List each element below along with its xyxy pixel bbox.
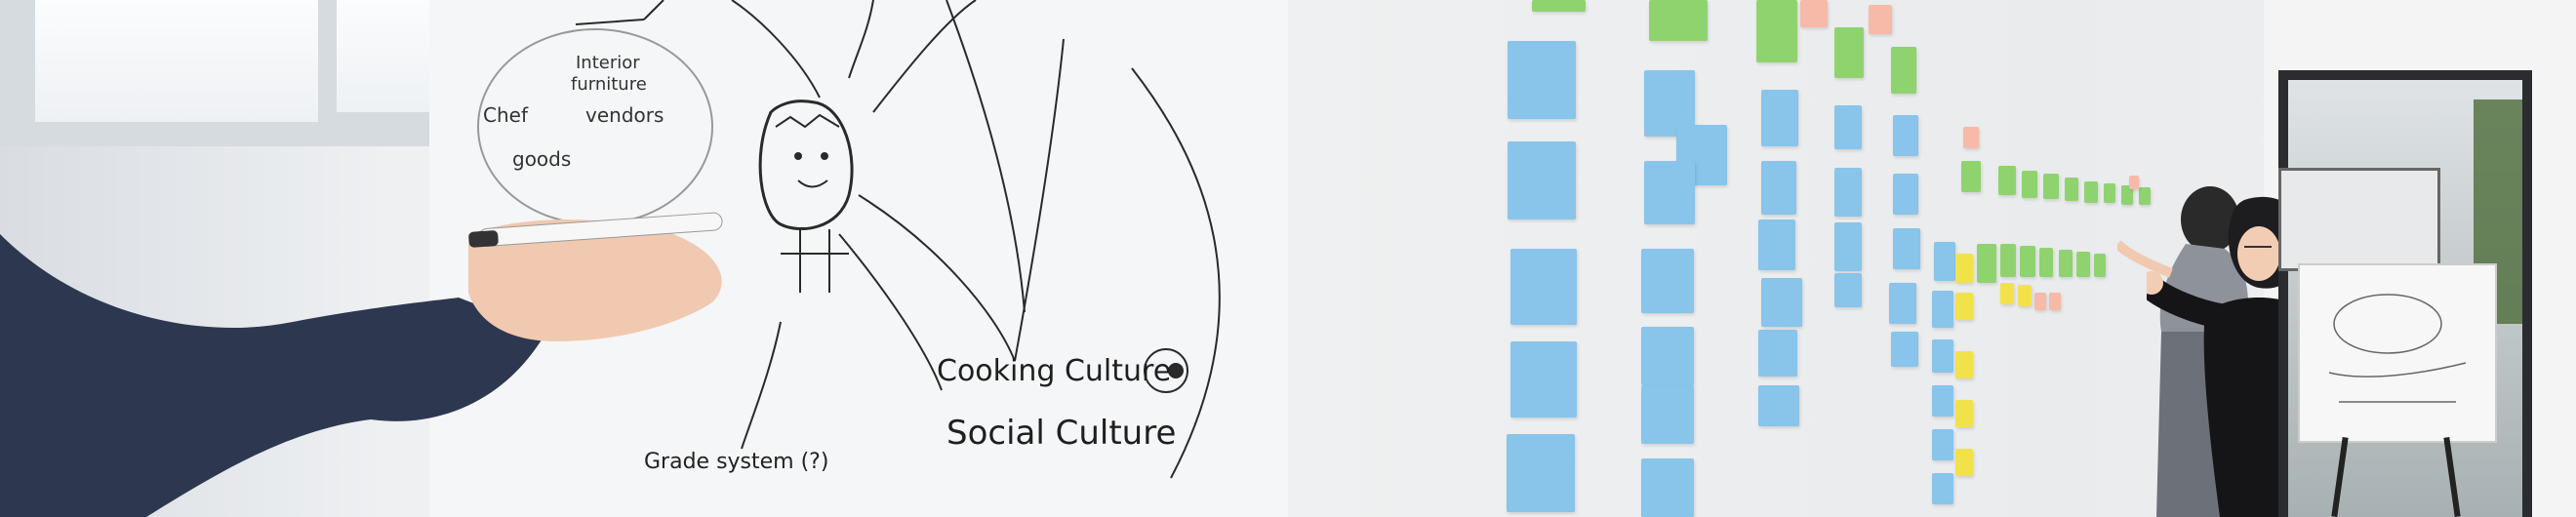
- whiteboard-sketch-photo: Interior furniture Chef vendors goods Co…: [0, 0, 1288, 517]
- sticky-note: [2139, 187, 2151, 205]
- sticky-note: [2084, 181, 2098, 203]
- arm-with-marker: [0, 212, 723, 517]
- window: [0, 0, 449, 146]
- window-pane: [337, 0, 444, 112]
- sticky-note: [2039, 248, 2053, 277]
- sticky-note: [1955, 449, 1973, 476]
- sketch-drawing: Interior furniture Chef vendors goods Co…: [477, 0, 1221, 479]
- sketch-label: Social Culture: [946, 414, 1176, 453]
- sticky-note: [1761, 90, 1798, 146]
- sticky-note: [1932, 339, 1953, 373]
- sticky-note: [2121, 185, 2133, 205]
- sticky-note: [2065, 178, 2078, 201]
- sticky-note: [1893, 115, 1918, 156]
- sketch-label: furniture: [571, 74, 647, 95]
- sticky-note: [1932, 473, 1953, 504]
- sketch-label: goods: [512, 147, 571, 171]
- sticky-note: [1641, 249, 1694, 313]
- sticky-note: [1761, 161, 1796, 215]
- sticky-note: [1649, 0, 1708, 41]
- sticky-note: [2034, 293, 2046, 310]
- sticky-note: [1508, 41, 1576, 119]
- sketch-label: Grade system (?): [644, 450, 828, 474]
- sticky-note: [2104, 183, 2115, 203]
- sticky-note: [1641, 327, 1694, 385]
- sticky-note: [1893, 174, 1918, 215]
- sticky-note: [2000, 283, 2014, 304]
- sketch-label: Cooking Culture: [937, 354, 1171, 388]
- easel-sketch: [2328, 294, 2467, 403]
- sticky-note: [2018, 285, 2032, 306]
- sticky-note: [2049, 293, 2061, 310]
- sticky-note: [1963, 127, 1979, 148]
- sticky-note: [1641, 385, 1694, 444]
- sticky-note: [1932, 429, 1953, 460]
- window-pane: [35, 0, 318, 122]
- sticky-note: [1834, 273, 1862, 307]
- sticky-note: [1977, 244, 1996, 283]
- sticky-note: [1891, 332, 1918, 367]
- sketch-label: vendors: [585, 103, 664, 127]
- sticky-note: [1834, 222, 1862, 271]
- easel-board: [2298, 263, 2497, 443]
- sticky-note: [1955, 400, 1973, 427]
- sticky-note: [1955, 293, 1973, 320]
- sticky-note: [1507, 434, 1575, 512]
- sticky-note: [2076, 252, 2090, 277]
- sticky-note: [1644, 161, 1695, 224]
- sticky-note: [1834, 27, 1864, 78]
- sticky-note: [1508, 141, 1576, 219]
- sticky-note: [1889, 283, 1916, 324]
- sticky-note: [1532, 0, 1586, 12]
- sticky-note: [2043, 174, 2059, 199]
- sticky-note: [1834, 105, 1862, 149]
- sticky-note: [1998, 166, 2016, 195]
- sticky-note: [2020, 246, 2035, 277]
- sticky-note: [1869, 5, 1892, 34]
- sticky-note: [1893, 228, 1920, 269]
- sticky-note: [2022, 171, 2037, 198]
- sticky-note: [1961, 161, 1981, 192]
- sketch-label: Chef: [483, 103, 529, 127]
- sticky-note: [1932, 291, 1953, 328]
- sticky-note: [2059, 250, 2073, 277]
- sticky-note: [1510, 249, 1577, 325]
- sticky-note: [1800, 0, 1828, 27]
- sticky-note: [1955, 254, 1973, 283]
- sticky-note: [1756, 0, 1797, 62]
- sticky-note: [1934, 242, 1955, 281]
- sketch-label: Interior: [576, 53, 640, 73]
- sticky-note: [1510, 341, 1577, 418]
- sticky-note: [1641, 458, 1694, 517]
- sticky-note: [1758, 385, 1799, 426]
- sticky-note: [1758, 219, 1795, 270]
- sticky-note: [1932, 385, 1953, 417]
- sticky-note: [1758, 330, 1797, 377]
- sticky-note: [1761, 278, 1802, 327]
- sticky-note-wall-photo: [1288, 0, 2576, 517]
- sticky-note: [2129, 176, 2139, 189]
- sticky-note: [2094, 254, 2106, 277]
- sticky-note: [1891, 47, 1916, 94]
- sticky-note: [1955, 351, 1973, 378]
- sticky-note: [2000, 244, 2016, 277]
- easel-board-back: [2278, 168, 2440, 271]
- sticky-note: [1834, 168, 1862, 217]
